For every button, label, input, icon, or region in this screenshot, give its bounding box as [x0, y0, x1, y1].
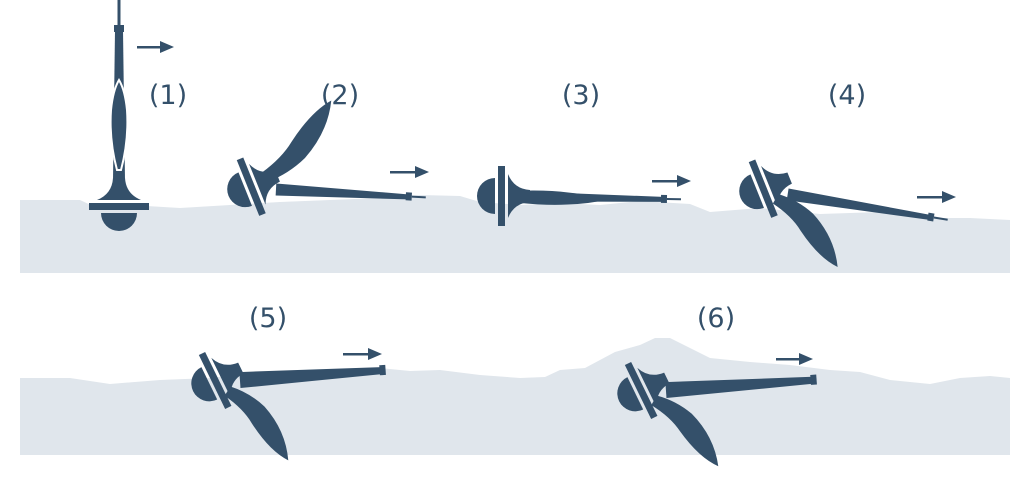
arrow-right-icon — [917, 191, 956, 203]
seabed-bottom — [20, 338, 1010, 455]
stage-label-4: (4) — [828, 80, 866, 111]
anchor-stage-3 — [477, 166, 681, 226]
anchor-stage-5 — [179, 341, 386, 461]
stage-label-6: (6) — [697, 303, 735, 334]
anchor-stage-2 — [217, 100, 426, 224]
stage-label-3: (3) — [562, 80, 600, 111]
arrow-right-icon — [343, 348, 382, 360]
arrow-right-icon — [137, 41, 174, 53]
anchor-stage-6 — [605, 351, 817, 467]
anchor-stage-4 — [729, 150, 948, 268]
stage-label-5: (5) — [249, 303, 287, 334]
anchor-stage-1 — [89, 0, 149, 231]
arrow-right-icon — [652, 175, 691, 187]
arrow-right-icon — [776, 353, 813, 365]
stage-label-1: (1) — [149, 80, 187, 111]
arrow-right-icon — [390, 166, 429, 178]
seabed-top — [20, 195, 1010, 273]
stage-label-2: (2) — [321, 80, 359, 111]
